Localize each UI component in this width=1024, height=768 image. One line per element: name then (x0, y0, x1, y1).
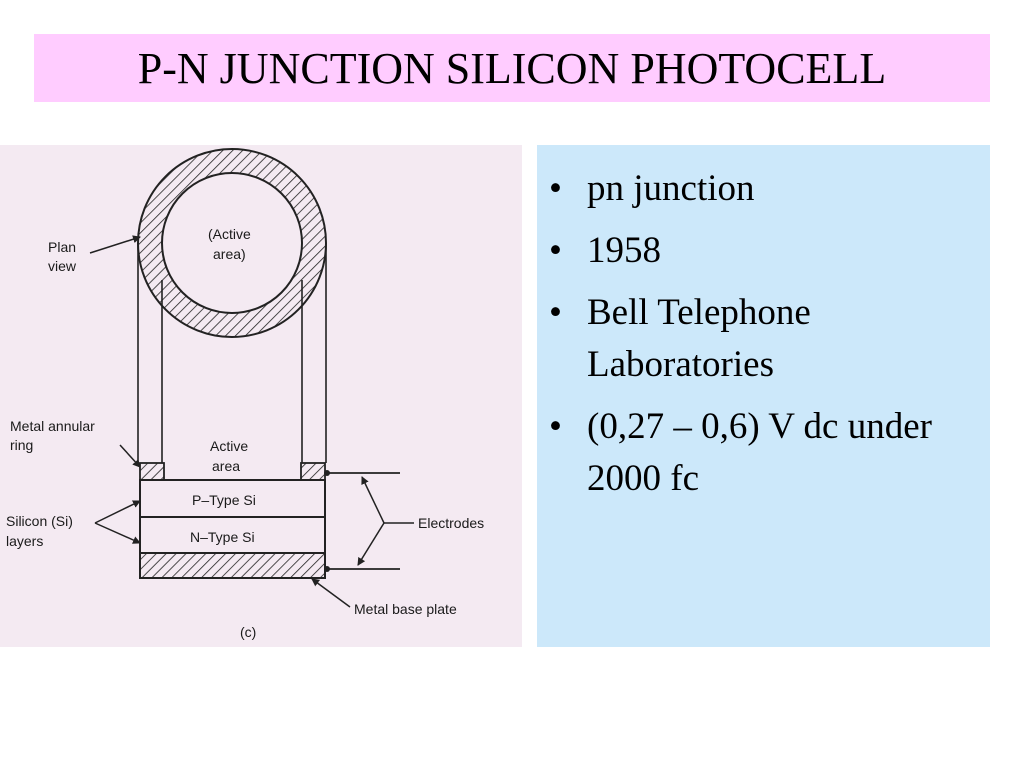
diagram-svg: Plan view (Active area) Metal annular ri… (6, 148, 484, 640)
bullet-text: 1958 (587, 230, 661, 271)
photocell-diagram: Plan view (Active area) Metal annular ri… (0, 145, 522, 647)
bullet-dot: • (549, 406, 562, 447)
title-banner: P-N JUNCTION SILICON PHOTOCELL (34, 34, 990, 102)
slide-title: P-N JUNCTION SILICON PHOTOCELL (137, 43, 887, 93)
bullet-dot: • (549, 292, 562, 333)
label-metal-annular-2: ring (10, 437, 33, 453)
annular-ring-right (300, 462, 326, 481)
label-active-area-top-2: area) (213, 246, 246, 262)
label-plan-view-2: view (48, 258, 77, 274)
label-arrows (89, 235, 414, 608)
label-silicon-layers-1: Silicon (Si) (6, 513, 73, 529)
label-plan-view-1: Plan (48, 239, 76, 255)
bullet-item: • (0,27 – 0,6) V dc under 2000 fc (537, 401, 990, 505)
label-silicon-layers-2: layers (6, 533, 43, 549)
bullet-text: Bell Telephone Laboratories (587, 292, 811, 385)
bullet-panel: • pn junction • 1958 • Bell Telephone La… (537, 145, 990, 647)
label-n-type: N–Type Si (190, 529, 255, 545)
label-active-area-2: area (212, 458, 240, 474)
label-electrodes: Electrodes (418, 515, 484, 531)
n-type-layer (139, 516, 326, 554)
label-p-type: P–Type Si (192, 492, 256, 508)
bullet-list: • pn junction • 1958 • Bell Telephone La… (537, 145, 990, 505)
electrode-wires (324, 470, 400, 572)
figure-caption: (c) (240, 624, 256, 640)
label-active-area-top-1: (Active (208, 226, 251, 242)
bullet-item: • pn junction (537, 163, 990, 215)
bullet-text: pn junction (587, 168, 755, 209)
bullet-item: • Bell Telephone Laboratories (537, 287, 990, 391)
label-active-area-1: Active (210, 438, 248, 454)
plan-view-ring (137, 148, 327, 338)
bullet-item: • 1958 (537, 225, 990, 277)
bullet-dot: • (549, 168, 562, 209)
label-metal-base-plate: Metal base plate (354, 601, 457, 617)
metal-base-plate (139, 552, 326, 579)
bullet-dot: • (549, 230, 562, 271)
bullet-text: (0,27 – 0,6) V dc under 2000 fc (587, 406, 932, 499)
label-metal-annular-1: Metal annular (10, 418, 95, 434)
projection-lines (137, 243, 327, 463)
annular-ring-left (139, 462, 165, 481)
